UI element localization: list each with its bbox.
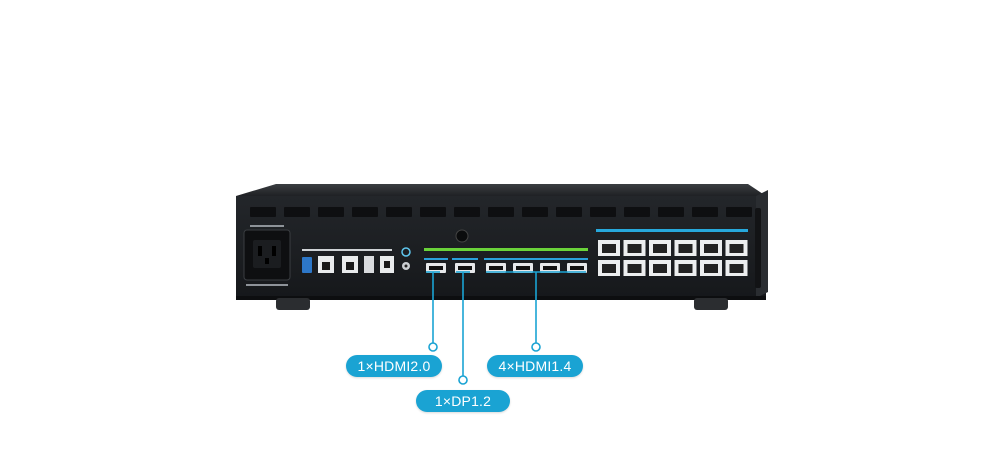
ethernet-port: [725, 240, 748, 256]
hdmi20-callout-label: 1×HDMI2.0: [346, 355, 442, 377]
ethernet-port-hole: [729, 264, 744, 273]
ethernet-port-hole: [602, 264, 616, 273]
ethernet-port: [598, 240, 620, 256]
callout-dot-hdmi14: [531, 342, 541, 352]
ethernet-port-hole: [678, 244, 693, 253]
ethernet-port-hole: [653, 244, 667, 253]
power-pin: [258, 246, 262, 256]
vent-slot: [590, 207, 616, 217]
ethernet-ports: [598, 240, 748, 276]
hdmi14-port-hole: [489, 266, 503, 270]
vent-slot: [352, 207, 378, 217]
genlock-connector-center: [404, 264, 408, 268]
ethernet-port: [674, 240, 697, 256]
vent-grille: [250, 207, 752, 217]
dp12-port: [455, 263, 475, 273]
usb-a-port: [364, 256, 374, 273]
ethernet-port-hole: [729, 244, 744, 253]
usb-port: [302, 257, 312, 273]
power-pin: [265, 258, 269, 264]
ethernet-port-hole: [678, 264, 693, 273]
vent-slot: [250, 207, 276, 217]
chassis-bottom: [236, 296, 766, 300]
vent-slot: [624, 207, 650, 217]
callout-dot-hdmi20: [428, 342, 438, 352]
hdmi14-port-hole: [516, 266, 530, 270]
vent-slot: [692, 207, 718, 217]
ethernet-port: [700, 240, 722, 256]
hdmi14-port-hole: [543, 266, 557, 270]
power-label-mark: [250, 225, 284, 227]
hdmi20-port: [426, 263, 446, 273]
input-bar: [424, 248, 588, 251]
ethernet-port: [623, 240, 646, 256]
power-pin: [272, 246, 276, 256]
vent-slot: [454, 207, 480, 217]
ethernet-port: [700, 260, 722, 276]
ethernet-port: [598, 260, 620, 276]
ethernet-port-hole: [627, 244, 642, 253]
output-bar: [596, 229, 748, 232]
ethernet-port-hole: [627, 264, 642, 273]
vent-slot: [522, 207, 548, 217]
dp12-callout-label: 1×DP1.2: [416, 390, 510, 412]
chassis-top: [236, 184, 766, 196]
dp12-bar: [452, 258, 478, 260]
foot-left: [276, 298, 310, 310]
vent-slot: [386, 207, 412, 217]
hdmi14-port-hole: [570, 266, 584, 270]
vent-slot: [726, 207, 752, 217]
foot-right: [694, 298, 728, 310]
rotary-knob: [455, 229, 469, 243]
hdmi14-port: [567, 263, 587, 273]
vent-slot: [420, 207, 446, 217]
ethernet-port-hole: [704, 244, 718, 253]
hdmi14-bar: [484, 258, 588, 260]
hdmi14-port: [513, 263, 533, 273]
callout-dot-dp12: [458, 375, 468, 385]
ethernet-port: [725, 260, 748, 276]
vent-slot: [318, 207, 344, 217]
vent-slot: [284, 207, 310, 217]
ethernet-port: [649, 240, 671, 256]
right-handle: [755, 208, 761, 288]
ethernet-port: [674, 260, 697, 276]
hdmi20-bar: [424, 258, 448, 260]
indicator-led: [401, 247, 411, 257]
vent-slot: [658, 207, 684, 217]
ethernet-port-hole: [602, 244, 616, 253]
hdmi14-callout-label: 4×HDMI1.4: [487, 355, 583, 377]
hdmi14-ports: [486, 263, 587, 273]
lan-port-hole: [322, 262, 330, 270]
callout-lines: [426, 271, 586, 376]
power-label-mark: [246, 284, 288, 286]
usb-b-port-hole: [384, 261, 390, 268]
ethernet-port-hole: [653, 264, 667, 273]
serial-port-hole: [346, 262, 354, 270]
hdmi14-port: [486, 263, 506, 273]
vent-slot: [556, 207, 582, 217]
ethernet-port: [623, 260, 646, 276]
vent-slot: [488, 207, 514, 217]
control-bar: [302, 249, 392, 251]
hdmi14-port: [540, 263, 560, 273]
ethernet-port: [649, 260, 671, 276]
ethernet-port-hole: [704, 264, 718, 273]
